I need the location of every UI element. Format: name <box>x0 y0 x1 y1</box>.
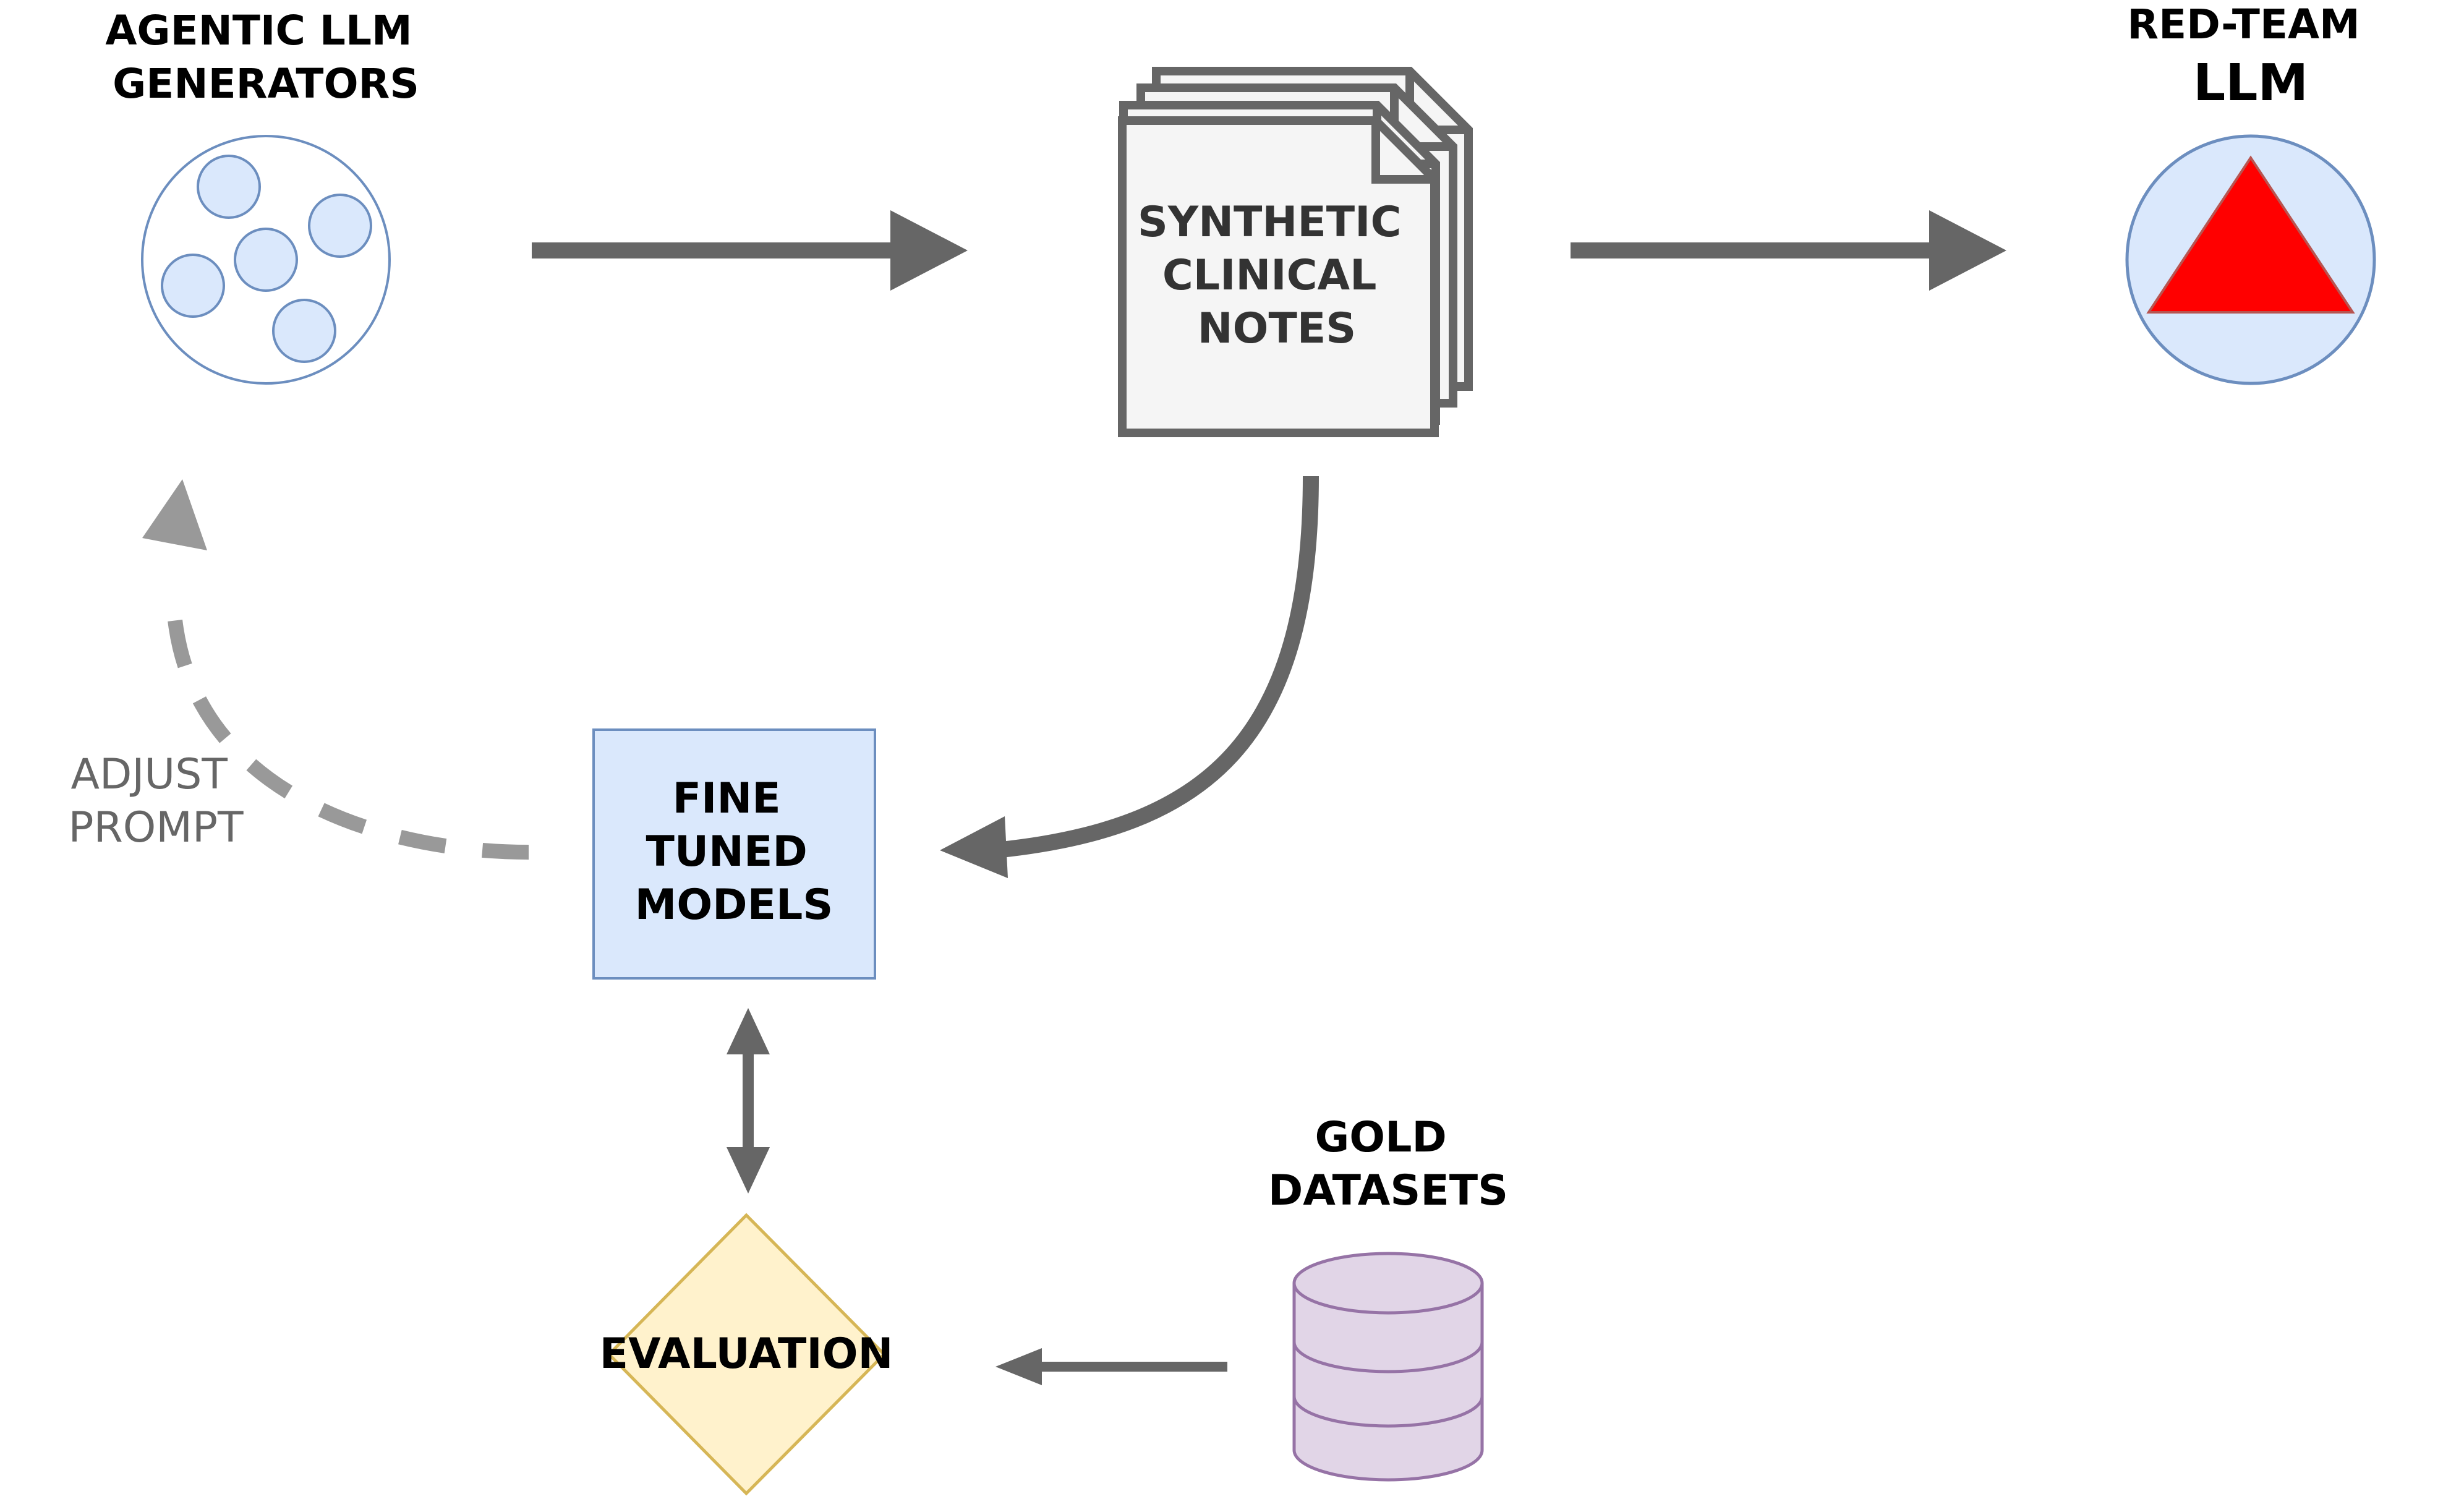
evaluation-label: EVALUATION <box>600 1330 893 1378</box>
notes-label: SYNTHETIC CLINICAL NOTES <box>1138 198 1416 353</box>
arrow-notes-to-redteam <box>1571 210 2006 291</box>
gold-datasets-label: GOLD DATASETS <box>1268 1113 1508 1215</box>
finetuned-label: FINE TUNED MODELS <box>635 774 833 929</box>
arrow-generators-to-notes <box>532 210 968 291</box>
arrow-notes-to-finetuned <box>940 476 1319 878</box>
generators-node <box>141 135 391 385</box>
arrow-finetuned-evaluation-bidirectional <box>727 1008 770 1194</box>
warning-triangle-icon <box>2146 155 2355 314</box>
finetuned-node <box>592 728 876 980</box>
evaluation-node <box>607 1213 887 1496</box>
arrow-gold-to-evaluation <box>995 1348 1227 1385</box>
notes-node <box>1118 67 1473 437</box>
generators-label: AGENTIC LLM GENERATORS <box>105 7 426 108</box>
adjust-prompt-label: ADJUST PROMPT <box>69 750 244 852</box>
arrow-feedback-adjust-prompt <box>142 479 529 860</box>
redteam-node <box>2125 134 2376 385</box>
redteam-label: RED-TEAM LLM <box>2127 1 2374 113</box>
gold-datasets-node <box>1292 1252 1484 1482</box>
